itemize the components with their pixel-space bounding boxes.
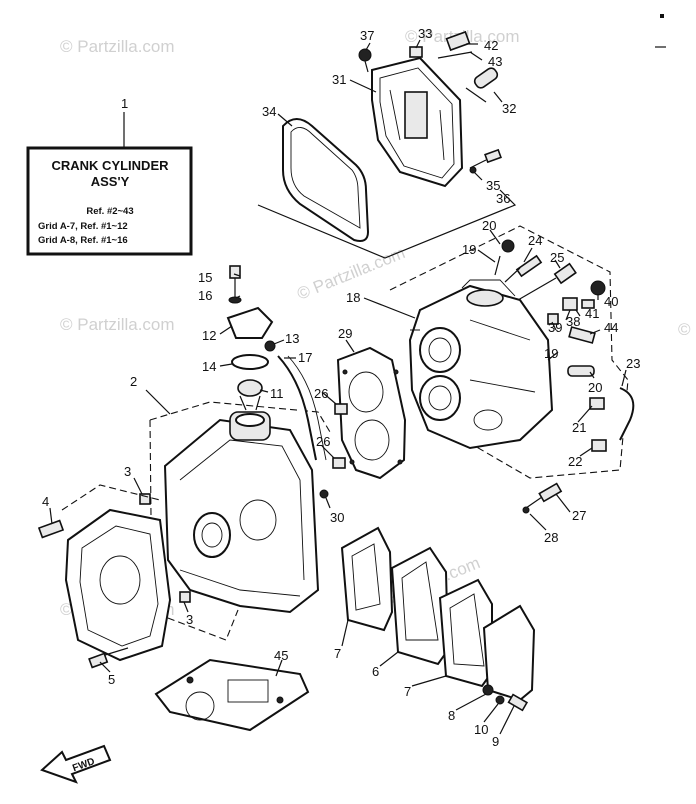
assy-ref-line: Ref. #2~43 bbox=[86, 206, 133, 217]
crankcase-group bbox=[139, 265, 348, 641]
callout-labels: 37 33 42 43 31 32 34 35 36 20 24 19 25 1… bbox=[42, 26, 640, 749]
callout-35: 35 bbox=[486, 178, 500, 193]
callout-22: 22 bbox=[568, 454, 582, 469]
callout-25: 25 bbox=[550, 250, 564, 265]
exhaust-cover-plates bbox=[340, 526, 536, 712]
callout-31: 31 bbox=[332, 72, 346, 87]
callout-19-right: 19 bbox=[544, 346, 558, 361]
assembly-reference-box: 1 CRANK CYLINDER ASS'Y Ref. #2~43 Grid A… bbox=[26, 96, 193, 256]
callout-43: 43 bbox=[488, 54, 502, 69]
assy-title-line2: ASS'Y bbox=[91, 174, 130, 189]
callout-16: 16 bbox=[198, 288, 212, 303]
callout-38: 38 bbox=[566, 314, 580, 329]
crankcase-cover-group bbox=[37, 484, 172, 669]
watermark-right-edge: © Partzilla.com bbox=[678, 320, 696, 339]
base-gasket bbox=[154, 658, 310, 732]
callout-13: 13 bbox=[285, 331, 299, 346]
callout-2: 2 bbox=[130, 374, 137, 389]
callout-39: 39 bbox=[548, 320, 562, 335]
callout-33: 33 bbox=[418, 26, 432, 41]
callout-45: 45 bbox=[274, 648, 288, 663]
callout-32: 32 bbox=[502, 101, 516, 116]
callout-3-top: 3 bbox=[124, 464, 131, 479]
watermark-top-left: © Partzilla.com bbox=[60, 37, 175, 56]
callout-21: 21 bbox=[572, 420, 586, 435]
assy-grid-line1: Grid A-7, Ref. #1~12 bbox=[38, 221, 128, 232]
callout-26-top: 26 bbox=[314, 386, 328, 401]
callout-8: 8 bbox=[448, 708, 455, 723]
assy-title-line1: CRANK CYLINDER bbox=[52, 158, 170, 173]
callout-40: 40 bbox=[604, 294, 618, 309]
callout-23: 23 bbox=[626, 356, 640, 371]
callout-41: 41 bbox=[585, 306, 599, 321]
callout-7-left: 7 bbox=[334, 646, 341, 661]
callout-11: 11 bbox=[270, 386, 284, 401]
callout-27: 27 bbox=[572, 508, 586, 523]
callout-12: 12 bbox=[202, 328, 216, 343]
callout-34: 34 bbox=[262, 104, 276, 119]
callout-24: 24 bbox=[528, 233, 542, 248]
callout-28: 28 bbox=[544, 530, 558, 545]
fwd-arrow: FWD bbox=[40, 744, 112, 784]
callout-7-right: 7 bbox=[404, 684, 411, 699]
callout-5: 5 bbox=[108, 672, 115, 687]
cylinder-head-group bbox=[389, 225, 635, 514]
callout-1: 1 bbox=[121, 96, 128, 111]
callout-18: 18 bbox=[346, 290, 360, 305]
callout-20-top: 20 bbox=[482, 218, 496, 233]
callout-37: 37 bbox=[360, 28, 374, 43]
callout-10: 10 bbox=[474, 722, 488, 737]
callout-36: 36 bbox=[496, 191, 510, 206]
callout-4: 4 bbox=[42, 494, 49, 509]
callout-15: 15 bbox=[198, 270, 212, 285]
callout-26-bottom: 26 bbox=[316, 434, 330, 449]
callout-19-top: 19 bbox=[462, 242, 476, 257]
callout-29: 29 bbox=[338, 326, 352, 341]
callout-42: 42 bbox=[484, 38, 498, 53]
callout-17: 17 bbox=[298, 350, 312, 365]
corner-mark-dot bbox=[660, 14, 664, 18]
watermark-mid-left: © Partzilla.com bbox=[60, 315, 175, 334]
callout-20-right: 20 bbox=[588, 380, 602, 395]
leader-lines bbox=[49, 39, 627, 735]
callout-6: 6 bbox=[372, 664, 379, 679]
callout-44: 44 bbox=[604, 320, 618, 335]
callout-30: 30 bbox=[330, 510, 344, 525]
callout-9: 9 bbox=[492, 734, 499, 749]
callout-14: 14 bbox=[202, 359, 216, 374]
assy-grid-line2: Grid A-8, Ref. #1~16 bbox=[38, 235, 128, 246]
head-gasket bbox=[336, 346, 407, 480]
callout-3-bottom: 3 bbox=[186, 612, 193, 627]
head-cover-group bbox=[257, 30, 517, 259]
